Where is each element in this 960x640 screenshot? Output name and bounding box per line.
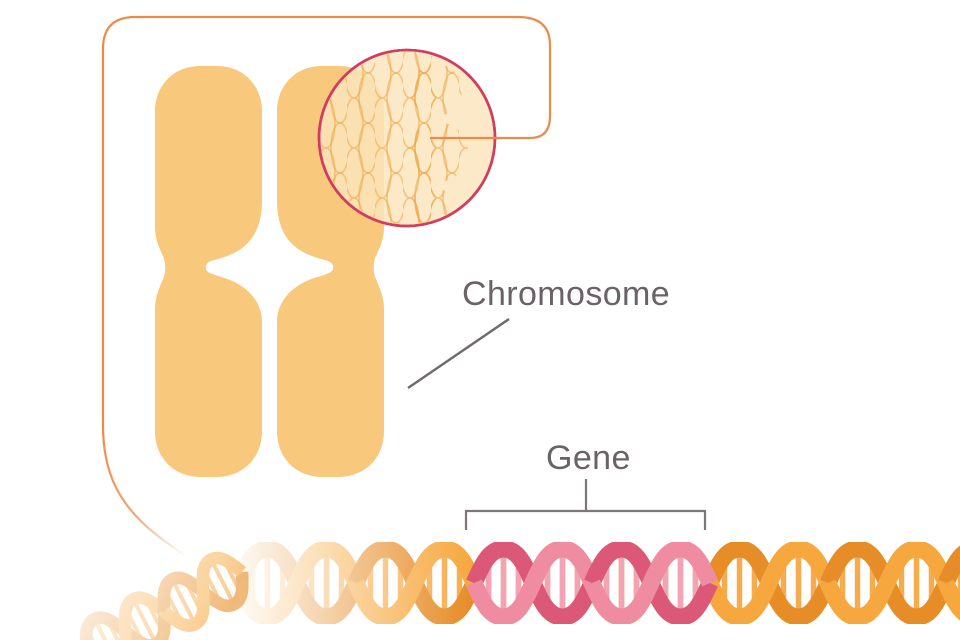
chromosome-leader-line <box>407 318 510 389</box>
outline-rect <box>101 15 552 425</box>
gene-label: Gene <box>546 439 631 477</box>
chromosome-label: Chromosome <box>462 275 671 313</box>
dna-helix <box>74 549 960 640</box>
outline-path <box>101 15 552 557</box>
gene-bracket <box>464 479 707 530</box>
outline-unravel-curve <box>101 424 187 557</box>
chromatid-left <box>155 66 262 477</box>
dna-helix-main <box>120 549 960 617</box>
gene-segment <box>474 549 710 617</box>
